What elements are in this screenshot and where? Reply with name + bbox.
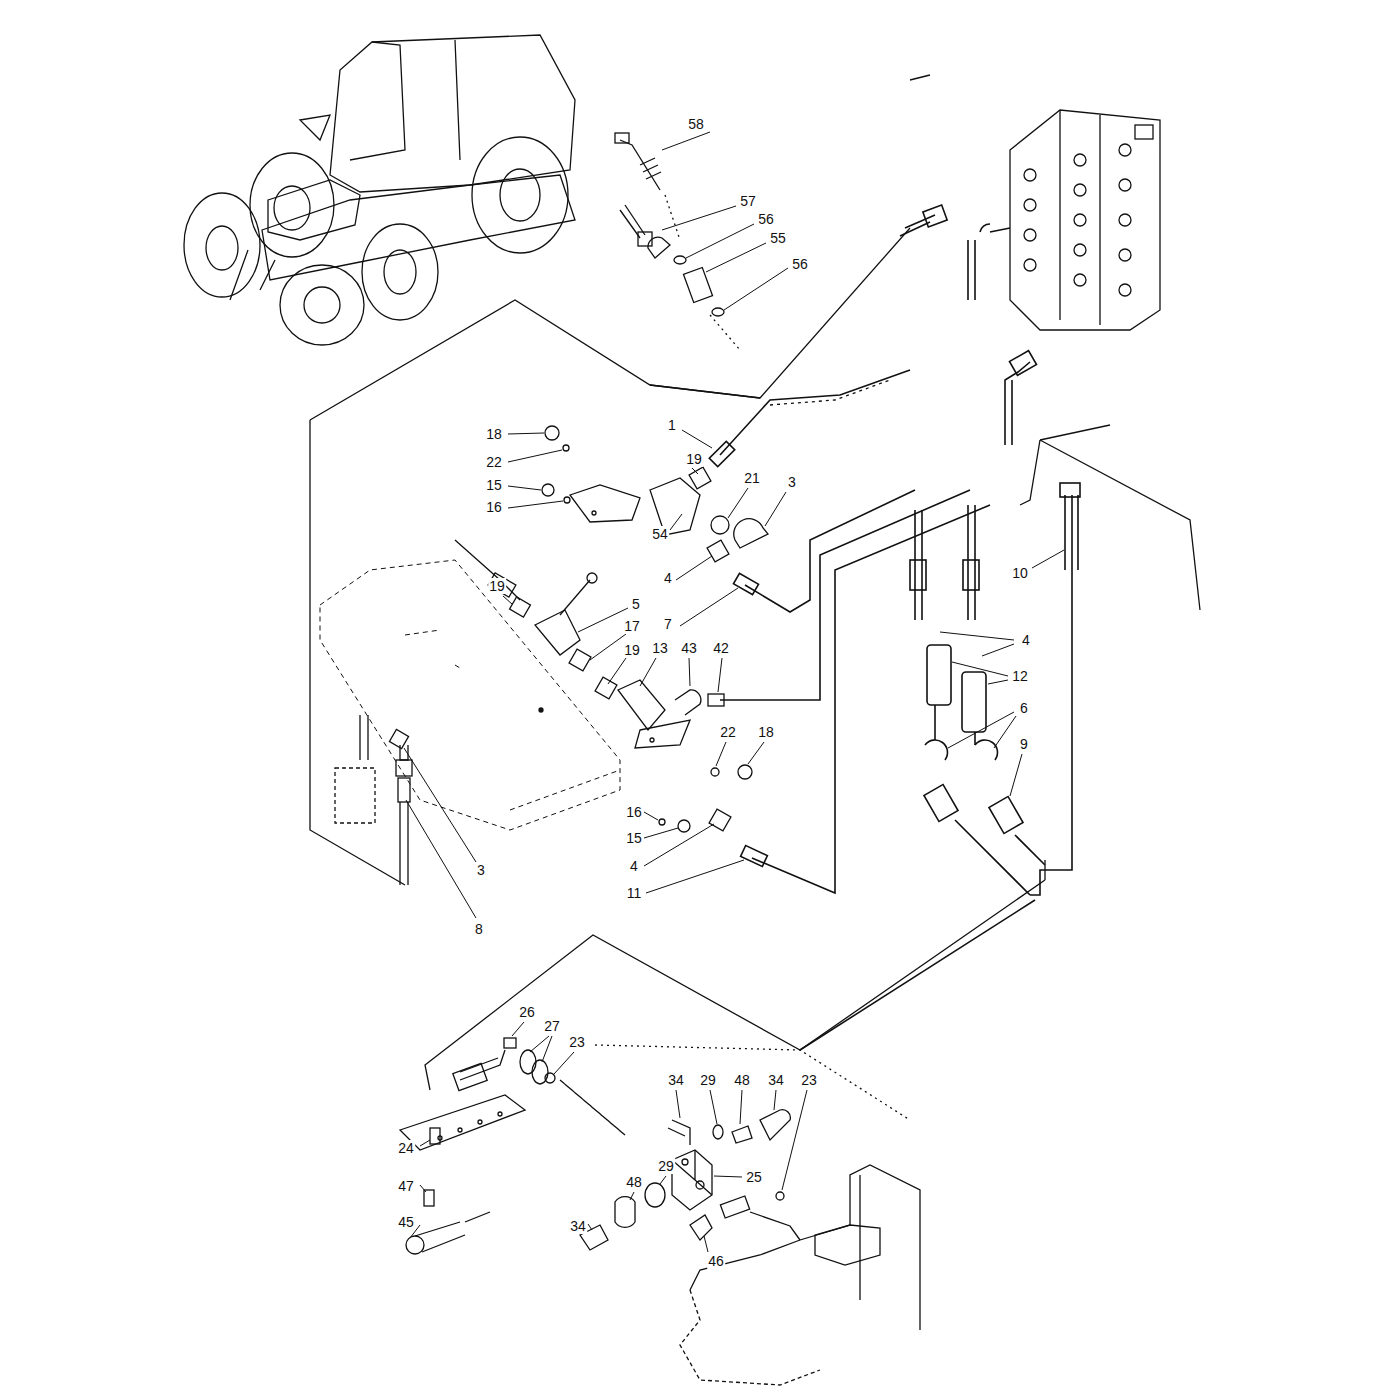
callout-number: 7 [663, 616, 673, 632]
callout-number: 22 [485, 454, 503, 470]
callout-number: 3 [476, 862, 486, 878]
callout-number: 12 [1011, 668, 1029, 684]
callout-number: 58 [687, 116, 705, 132]
callout-number: 46 [707, 1253, 725, 1269]
callout-number: 6 [1019, 700, 1029, 716]
callout-number: 56 [791, 256, 809, 272]
callout-number: 18 [757, 724, 775, 740]
callout-number: 19 [488, 578, 506, 594]
callout-number: 34 [667, 1072, 685, 1088]
callout-number: 16 [625, 804, 643, 820]
callout-number: 15 [625, 830, 643, 846]
callout-number: 3 [787, 474, 797, 490]
callout-number: 29 [657, 1158, 675, 1174]
callout-number: 54 [651, 526, 669, 542]
callout-number: 9 [1019, 736, 1029, 752]
callout-number: 18 [485, 426, 503, 442]
callout-number: 10 [1011, 565, 1029, 581]
callout-number: 21 [743, 470, 761, 486]
callout-number: 15 [485, 477, 503, 493]
callout-number: 26 [518, 1004, 536, 1020]
callout-number: 17 [623, 618, 641, 634]
left-hose [335, 715, 412, 885]
test-coupling [615, 133, 740, 350]
callout-number: 8 [474, 921, 484, 937]
tank-outline [320, 560, 620, 830]
callout-number: 4 [629, 858, 639, 874]
callout-number: 29 [699, 1072, 717, 1088]
callout-number: 22 [719, 724, 737, 740]
callout-number: 11 [626, 885, 643, 901]
callout-number: 4 [663, 570, 673, 586]
lower-assembly [400, 1038, 920, 1385]
callout-number: 45 [397, 1214, 415, 1230]
callout-number: 34 [767, 1072, 785, 1088]
callout-number: 47 [397, 1178, 415, 1194]
callout-number: 25 [745, 1169, 763, 1185]
callout-number: 24 [397, 1140, 415, 1156]
callout-number: 48 [733, 1072, 751, 1088]
callout-number: 19 [623, 642, 641, 658]
callout-number: 43 [680, 640, 698, 656]
fittings [455, 426, 768, 832]
callout-number: 1 [667, 417, 677, 433]
callout-number: 13 [651, 640, 669, 656]
callout-number: 42 [712, 640, 730, 656]
hoses [709, 205, 1080, 1050]
callout-number: 23 [800, 1072, 818, 1088]
callout-number: 34 [569, 1218, 587, 1234]
vehicle-sketch [184, 35, 575, 345]
frame-outline [310, 75, 1200, 1120]
callout-number: 55 [769, 230, 787, 246]
leader-lines [404, 132, 1064, 1252]
callout-number: 23 [568, 1034, 586, 1050]
callout-number: 57 [739, 193, 757, 209]
callout-number: 16 [485, 499, 503, 515]
callout-number: 5 [631, 596, 641, 612]
callout-number: 27 [543, 1018, 561, 1034]
callout-number: 56 [757, 211, 775, 227]
callout-number: 4 [1021, 632, 1031, 648]
control-valve [1010, 110, 1160, 330]
callout-number: 48 [625, 1174, 643, 1190]
callout-number: 19 [685, 451, 703, 467]
